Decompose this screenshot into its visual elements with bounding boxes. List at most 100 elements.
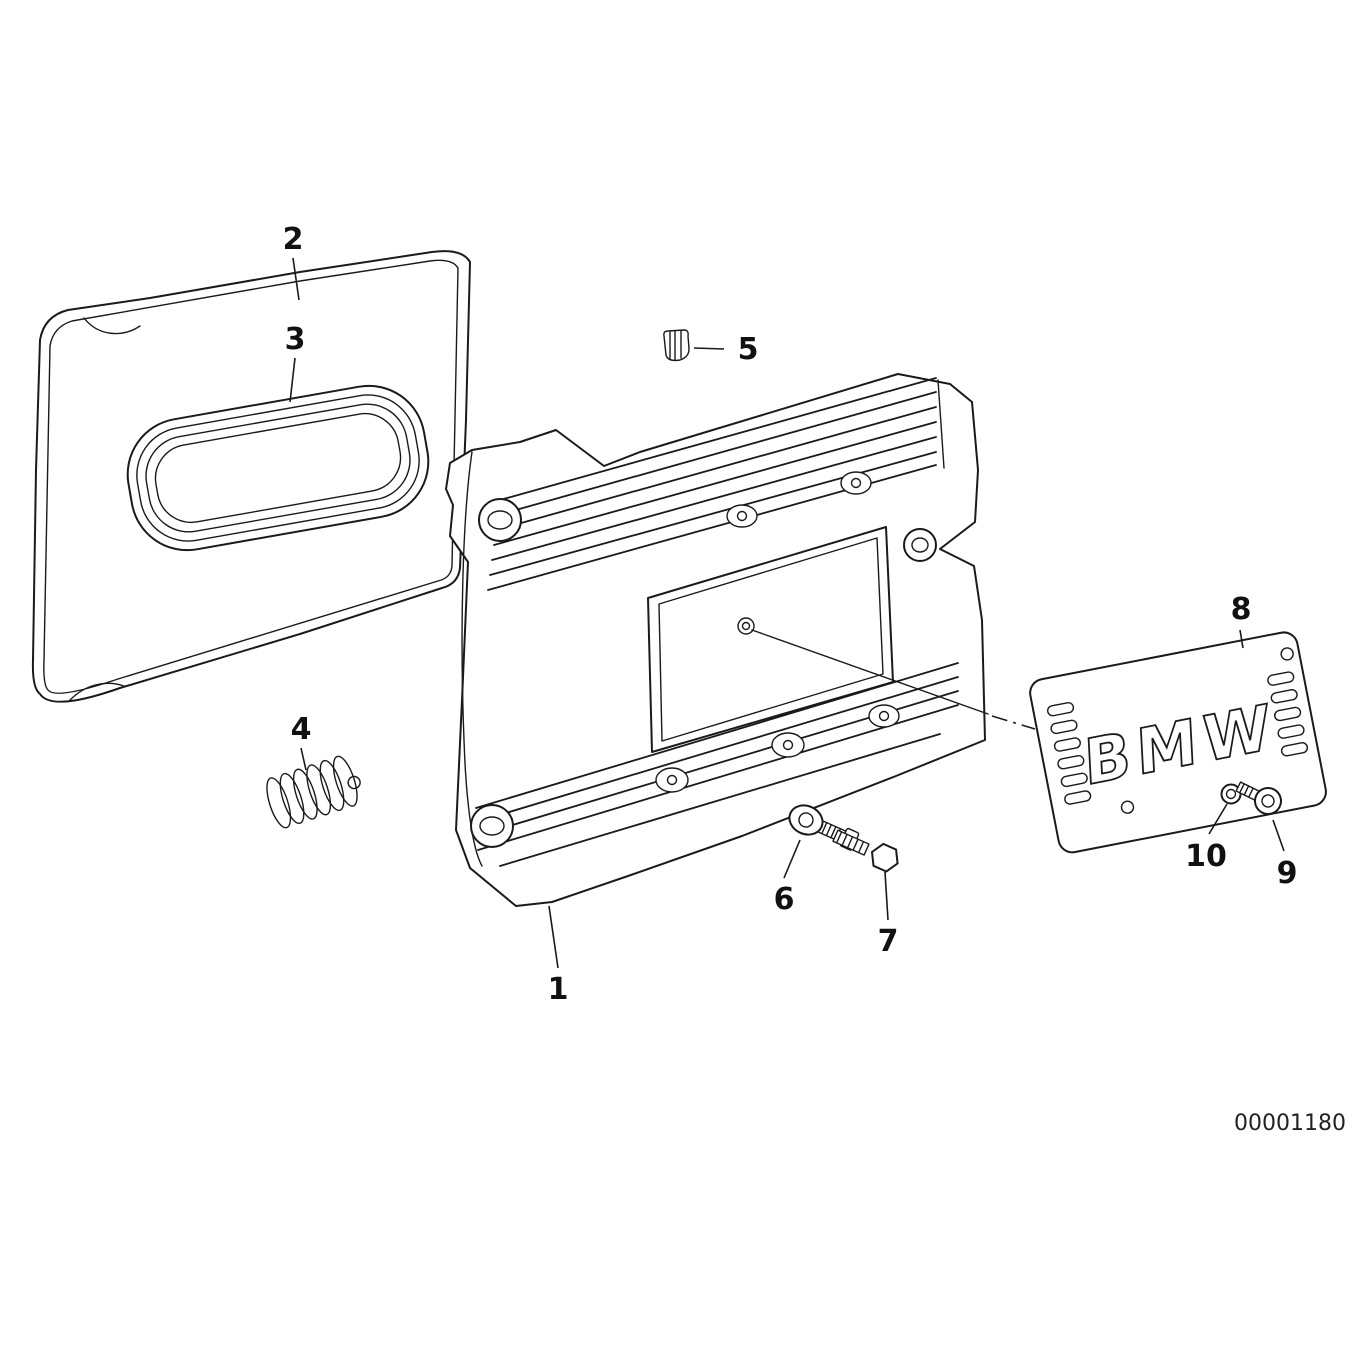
plate-slot bbox=[1280, 742, 1309, 757]
cover-recess-inner bbox=[658, 537, 884, 742]
plate-slot bbox=[1267, 671, 1295, 686]
spring-coil bbox=[279, 772, 305, 825]
screw9-head bbox=[1254, 787, 1282, 815]
plate-slot bbox=[1050, 719, 1078, 735]
leader-line-6 bbox=[783, 839, 801, 879]
cover-bolt-arch bbox=[868, 704, 900, 728]
washer10-outer bbox=[1220, 783, 1242, 805]
callout-6: 6 bbox=[774, 882, 795, 917]
washer6-outer bbox=[788, 804, 824, 836]
cover-boss-hole-bottom bbox=[470, 804, 514, 848]
bolt7-threads bbox=[835, 831, 865, 854]
plug-outline bbox=[663, 329, 690, 362]
cover-boss-hole-bottom-inner bbox=[479, 816, 505, 836]
part-plug bbox=[663, 329, 690, 362]
leader-line-3 bbox=[289, 357, 296, 403]
callout-9: 9 bbox=[1277, 856, 1298, 891]
cover-fin bbox=[493, 421, 937, 546]
part-socket-screw bbox=[1235, 781, 1282, 815]
cover-fin bbox=[491, 436, 937, 561]
plate-slot bbox=[1057, 754, 1085, 770]
plate-slot bbox=[1064, 790, 1092, 805]
spring-coil bbox=[306, 764, 332, 816]
cover-bolt-hole bbox=[782, 739, 794, 751]
cover-fin bbox=[475, 676, 959, 823]
outer-gasket-notch-bottom bbox=[69, 682, 125, 701]
spring-coil bbox=[332, 755, 358, 807]
callout-3: 3 bbox=[285, 322, 306, 357]
callout-4: 4 bbox=[291, 712, 312, 747]
cover-bolt-arch bbox=[840, 471, 872, 495]
plate-slot bbox=[1060, 772, 1088, 788]
screw6-threads bbox=[821, 821, 842, 841]
bolt7-hex-head bbox=[871, 842, 899, 873]
plug-hatch bbox=[669, 330, 682, 361]
part-spring bbox=[266, 755, 361, 829]
cover-round-hole-inner bbox=[911, 537, 929, 553]
leader-line-8 bbox=[1239, 629, 1244, 649]
cover-boss-hole-top-inner bbox=[487, 510, 513, 530]
plate-hole bbox=[1280, 647, 1294, 661]
cover-bolt-arch bbox=[726, 504, 758, 528]
callout-2: 2 bbox=[283, 222, 304, 257]
cover-fin bbox=[499, 733, 941, 867]
outer-gasket-outline bbox=[31, 250, 471, 703]
cover-recess-outer bbox=[647, 526, 894, 753]
leader-line-1 bbox=[548, 905, 559, 969]
cover-fin bbox=[497, 391, 937, 516]
stud-leader-line bbox=[751, 629, 989, 715]
cover-bolt-hole bbox=[850, 477, 862, 489]
document-number: 00001180 bbox=[1234, 1111, 1346, 1136]
cover-stud bbox=[737, 617, 755, 635]
screw9-socket bbox=[1261, 794, 1275, 808]
outer-gasket-notch-top bbox=[83, 317, 141, 335]
spring-coil bbox=[292, 768, 318, 820]
plate-hole bbox=[1120, 800, 1135, 814]
leader-line-10 bbox=[1208, 803, 1228, 835]
spring-coil bbox=[319, 759, 345, 812]
part-valve-cover bbox=[445, 373, 989, 907]
screw9-threads bbox=[1239, 783, 1254, 798]
cover-right-facet bbox=[937, 379, 945, 469]
cover-boss-hole-top bbox=[478, 498, 522, 542]
cover-fin bbox=[477, 704, 959, 851]
callout-1: 1 bbox=[548, 972, 569, 1007]
cover-bolt-arch bbox=[771, 732, 805, 758]
plate-slot bbox=[1277, 724, 1305, 739]
callout-8: 8 bbox=[1231, 592, 1252, 627]
leader-line-9 bbox=[1272, 819, 1285, 852]
plate-slot bbox=[1270, 689, 1298, 704]
leader-line-4 bbox=[300, 747, 307, 771]
callout-7: 7 bbox=[878, 924, 899, 959]
inner-gasket-ring-3 bbox=[145, 403, 411, 533]
plate-slot bbox=[1274, 706, 1302, 722]
washer10-inner bbox=[1225, 788, 1237, 800]
spring-coil bbox=[266, 777, 292, 829]
plate-slot bbox=[1046, 701, 1075, 717]
part-hex-bolt bbox=[832, 829, 899, 873]
cover-stud-center bbox=[741, 621, 751, 631]
plate-slot bbox=[1053, 737, 1081, 752]
part-inner-gasket bbox=[126, 384, 430, 552]
callout-10: 10 bbox=[1185, 839, 1227, 874]
washer6-inner bbox=[798, 812, 814, 828]
cover-fin bbox=[495, 406, 937, 531]
leader-line-7 bbox=[884, 871, 889, 921]
cover-bolt-arch bbox=[655, 767, 689, 793]
assembly-dashdot-line bbox=[991, 715, 1036, 730]
part-outer-gasket bbox=[31, 250, 471, 703]
cover-bolt-hole bbox=[878, 710, 890, 722]
inner-gasket-ring-4 bbox=[154, 412, 402, 524]
cover-bolt-hole bbox=[666, 774, 678, 786]
inner-gasket-ring-1 bbox=[126, 384, 430, 552]
leader-line-2 bbox=[292, 257, 300, 301]
cover-bolt-hole bbox=[736, 510, 748, 522]
leader-line-5 bbox=[693, 347, 725, 350]
inner-gasket-ring-2 bbox=[136, 394, 420, 542]
callout-5: 5 bbox=[738, 332, 759, 367]
outer-gasket-inner-line bbox=[43, 259, 459, 694]
cover-round-hole bbox=[903, 528, 937, 562]
spring-wire-end bbox=[347, 775, 361, 790]
